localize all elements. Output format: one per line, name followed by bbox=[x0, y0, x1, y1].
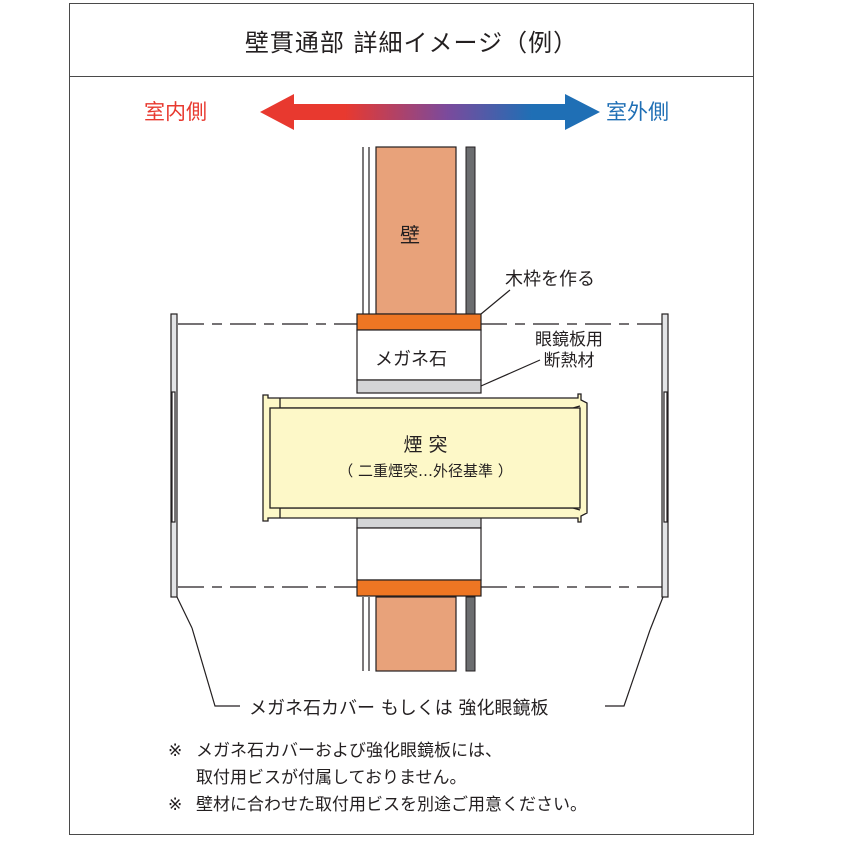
wood-frame-top bbox=[356, 313, 482, 331]
wall-label: 壁 bbox=[400, 223, 420, 247]
outdoor-side-label: 室外側 bbox=[606, 100, 669, 124]
wood-frame-bottom bbox=[356, 579, 482, 597]
insulation-label-line2: 断熱材 bbox=[543, 351, 595, 371]
insulation-top bbox=[356, 379, 482, 394]
note-text: メガネ石カバーおよび強化眼鏡板には、 bbox=[196, 741, 502, 761]
cover-label: メガネ石カバー もしくは 強化眼鏡板 bbox=[245, 694, 553, 720]
wood-frame-label: 木枠を作る bbox=[505, 269, 595, 290]
notes: ※ メガネ石カバーおよび強化眼鏡板には、 取付用ビスが付属しておりません。 ※ … bbox=[168, 738, 587, 819]
insulation-label: 眼鏡板用 断熱材 bbox=[535, 330, 603, 372]
title-box: 壁貫通部 詳細イメージ（例） bbox=[70, 4, 753, 77]
megane-stone-bottom bbox=[356, 527, 482, 581]
insulation-label-line1: 眼鏡板用 bbox=[535, 330, 603, 350]
megane-stone-label: メガネ石 bbox=[375, 349, 447, 370]
cover-extent-lines bbox=[178, 323, 662, 588]
megane-stone-top bbox=[356, 329, 482, 381]
chimney-label: 煙 突 bbox=[403, 434, 448, 456]
indoor-side-label: 室内側 bbox=[144, 100, 207, 124]
note-1: ※ メガネ石カバーおよび強化眼鏡板には、 bbox=[168, 738, 587, 765]
wood-frame-leader bbox=[480, 289, 511, 315]
note-text: 取付用ビスが付属しておりません。 bbox=[196, 768, 467, 788]
note-2: ※ 壁材に合わせた取付用ビスを別途ご用意ください。 bbox=[168, 792, 587, 819]
chimney-note-label: （ 二重煙突…外径基準 ） bbox=[338, 462, 513, 480]
diagram-frame: 壁貫通部 詳細イメージ（例） bbox=[69, 3, 754, 835]
wall-lower bbox=[362, 596, 476, 672]
cover-plate-left bbox=[170, 313, 240, 707]
cover-plate-right bbox=[605, 313, 669, 707]
note-mark: ※ bbox=[168, 741, 183, 761]
note-text: 壁材に合わせた取付用ビスを別途ご用意ください。 bbox=[196, 795, 587, 815]
chimney-text: 煙 突 （ 二重煙突…外径基準 ） bbox=[263, 390, 588, 520]
note-mark: ※ bbox=[168, 795, 183, 815]
page-title: 壁貫通部 詳細イメージ（例） bbox=[244, 28, 579, 57]
double-arrow-icon bbox=[260, 94, 600, 130]
insulation-leader bbox=[480, 359, 541, 387]
chimney-pipe bbox=[262, 393, 588, 523]
note-1-cont: 取付用ビスが付属しておりません。 bbox=[168, 765, 587, 792]
